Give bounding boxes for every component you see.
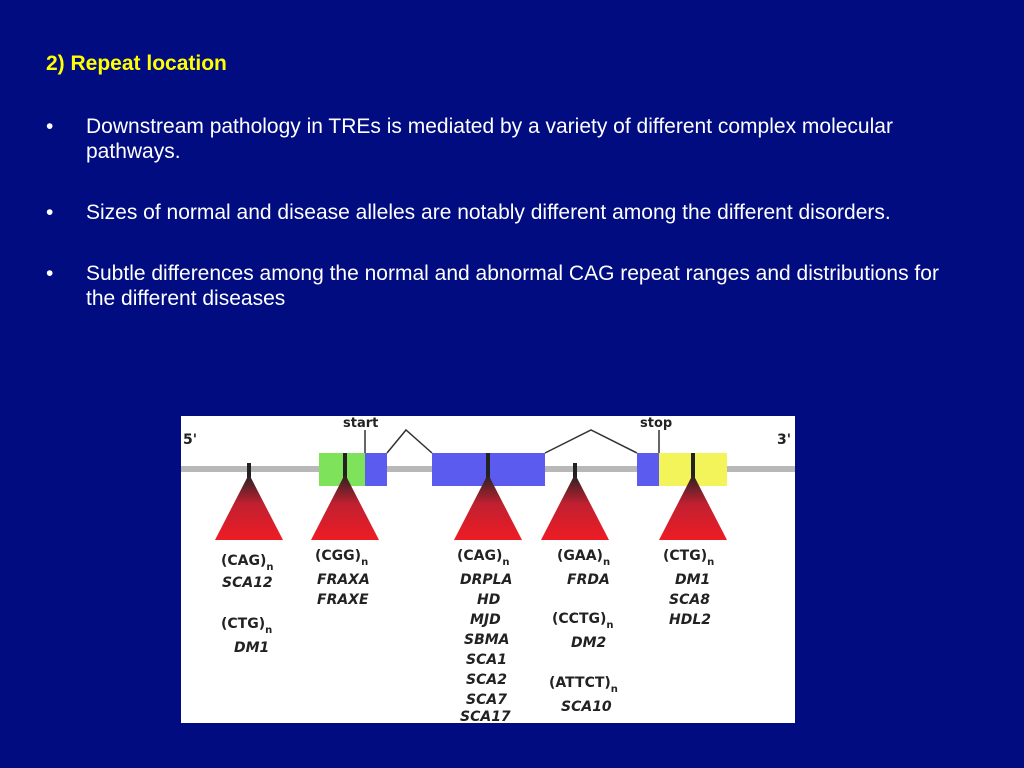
splice-line-2 bbox=[544, 429, 638, 454]
bullet-symbol: • bbox=[46, 115, 54, 138]
repeat-motif-label: (CTG)n bbox=[663, 548, 714, 568]
expansion-triangle bbox=[659, 474, 727, 540]
repeat-site-1 bbox=[215, 463, 283, 540]
exon-3-coding bbox=[637, 453, 659, 486]
disease-label: FRDA bbox=[567, 572, 610, 588]
disease-label: FRAXA bbox=[317, 572, 370, 588]
disease-label: SCA2 bbox=[466, 672, 507, 688]
bullet-item: • Subtle differences among the normal an… bbox=[46, 261, 966, 311]
repeat-motif-label: (CAG)n bbox=[457, 548, 510, 568]
disease-label: DM1 bbox=[675, 572, 710, 588]
repeat-motif-label: (CTG)n bbox=[221, 616, 272, 636]
repeat-motif-label: (CCTG)n bbox=[552, 611, 614, 631]
slide-title: 2) Repeat location bbox=[46, 52, 227, 75]
expansion-triangle bbox=[215, 474, 283, 540]
disease-label: HD bbox=[477, 592, 500, 608]
label-3prime: 3' bbox=[777, 432, 791, 448]
expansion-triangle bbox=[541, 474, 609, 540]
bullet-list: • Downstream pathology in TREs is mediat… bbox=[46, 114, 966, 347]
gene-diagram-svg: 5' 3' start stop (CAG)n SCA12 (CTG)n DM1 bbox=[181, 416, 795, 723]
disease-label: FRAXE bbox=[317, 592, 369, 608]
bullet-text: Sizes of normal and disease alleles are … bbox=[86, 201, 891, 224]
disease-label: MJD bbox=[470, 612, 501, 628]
bullet-text: Downstream pathology in TREs is mediated… bbox=[86, 115, 893, 163]
bullet-text: Subtle differences among the normal and … bbox=[86, 262, 939, 310]
disease-label: DM1 bbox=[234, 640, 269, 656]
disease-label: SCA12 bbox=[222, 575, 273, 591]
disease-label: SCA8 bbox=[669, 592, 710, 608]
expansion-triangle bbox=[311, 474, 379, 540]
repeat-motif-label: (ATTCT)n bbox=[549, 675, 618, 695]
bullet-symbol: • bbox=[46, 201, 54, 224]
splice-line-1 bbox=[386, 428, 433, 454]
bullet-item: • Downstream pathology in TREs is mediat… bbox=[46, 114, 966, 164]
exon-1-coding bbox=[365, 453, 387, 486]
repeat-site-5 bbox=[659, 453, 727, 540]
repeat-motif-label: (CGG)n bbox=[315, 548, 368, 568]
repeat-motif-label: (CAG)n bbox=[221, 553, 274, 573]
disease-label: HDL2 bbox=[669, 612, 711, 628]
disease-label: SCA7 bbox=[466, 692, 507, 708]
disease-label: DRPLA bbox=[460, 572, 512, 588]
repeat-site-4 bbox=[541, 463, 609, 540]
expansion-triangle bbox=[454, 474, 522, 540]
label-5prime: 5' bbox=[183, 432, 197, 448]
repeat-site-3 bbox=[454, 453, 522, 540]
repeat-motif-label: (GAA)n bbox=[557, 548, 610, 568]
disease-label: SCA10 bbox=[561, 699, 612, 715]
bullet-item: • Sizes of normal and disease alleles ar… bbox=[46, 200, 966, 225]
disease-label: SCA17 bbox=[460, 709, 511, 723]
label-stop: stop bbox=[640, 416, 672, 431]
gene-repeat-diagram: 5' 3' start stop (CAG)n SCA12 (CTG)n DM1 bbox=[181, 416, 795, 723]
label-start: start bbox=[343, 416, 378, 431]
repeat-site-2 bbox=[311, 453, 379, 540]
disease-label: SBMA bbox=[464, 632, 510, 648]
disease-label: SCA1 bbox=[466, 652, 507, 668]
bullet-symbol: • bbox=[46, 262, 54, 285]
disease-label: DM2 bbox=[571, 635, 606, 651]
